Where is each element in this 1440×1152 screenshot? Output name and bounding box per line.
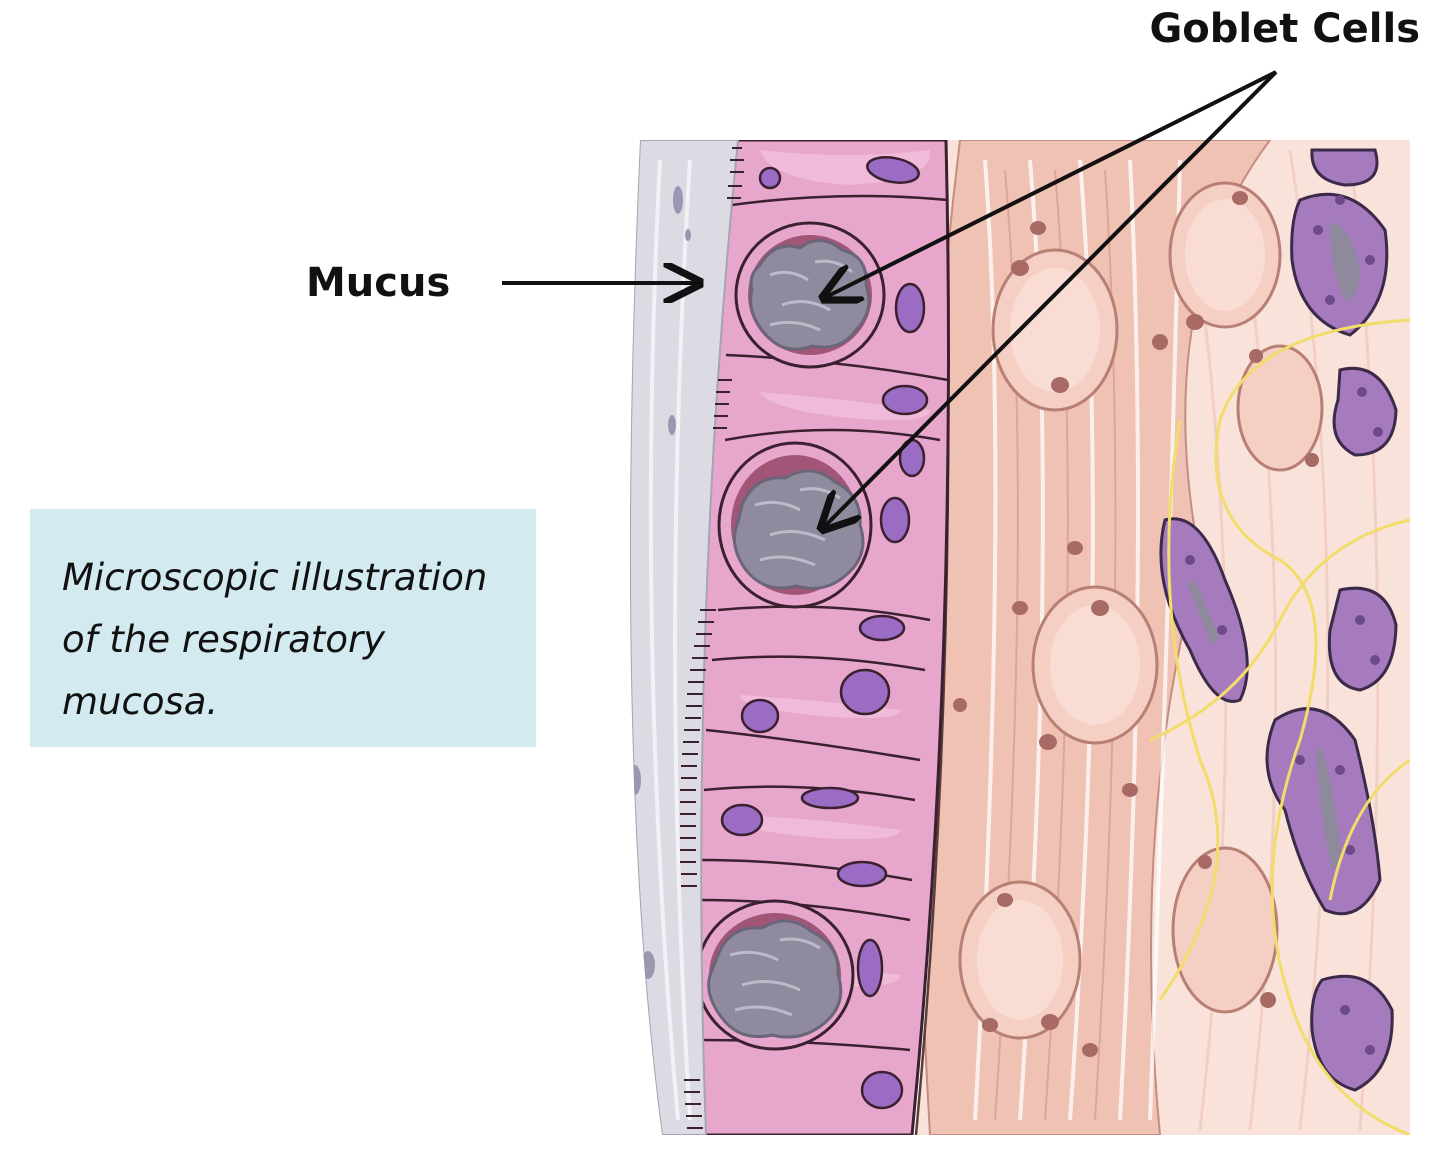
nerve-fibers [1149, 318, 1410, 1135]
annotation-arrows [502, 70, 1278, 527]
goblet-cell-1 [734, 221, 886, 369]
goblet-cell-3 [695, 899, 855, 1051]
goblet-cell-2 [717, 441, 873, 609]
mucus-layer [629, 140, 740, 1135]
goblet-arrow-1 [826, 70, 1277, 297]
cilia [680, 147, 744, 1129]
goblet-cells-label: Goblet Cells [1149, 6, 1420, 52]
goblet-arrow-2 [824, 70, 1278, 527]
mucus-label: Mucus [306, 260, 451, 306]
caption-text: Microscopic illustration of the respirat… [62, 556, 488, 723]
caption-box: Microscopic illustration of the respirat… [30, 509, 536, 747]
epithelial-nuclei [720, 156, 929, 1110]
